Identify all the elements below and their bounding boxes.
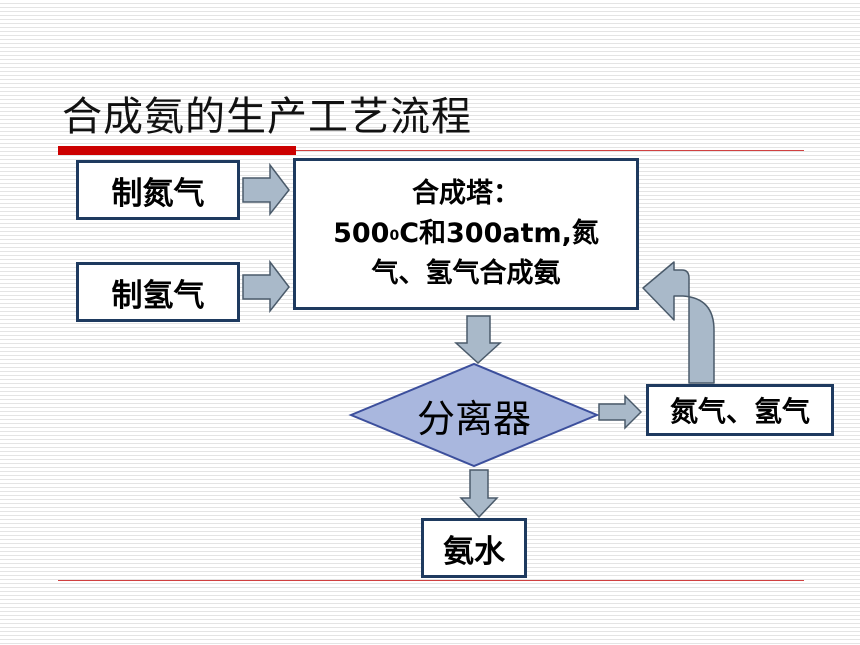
nitrogen-source-box: 制氮气 xyxy=(76,160,240,220)
tower-line-2-post: C和300atm,氮 xyxy=(399,218,599,249)
arrow-separator-to-recycle xyxy=(598,394,643,430)
arrow-nitrogen-to-tower xyxy=(242,162,290,217)
tower-line-3: 气、氢气合成氨 xyxy=(371,258,561,289)
hydrogen-source-box: 制氢气 xyxy=(76,262,240,322)
ammonia-water-label: 氨水 xyxy=(443,533,505,570)
recycle-gas-box: 氮气、氢气 xyxy=(646,384,834,436)
tower-line-1: 合成塔： xyxy=(412,178,520,209)
synthesis-tower-box: 合成塔： 5000C和300atm,氮 气、氢气合成氨 xyxy=(293,158,639,310)
tower-line-2-sup: 0 xyxy=(389,228,400,244)
arrow-tower-to-separator xyxy=(454,315,502,365)
footer-line xyxy=(58,580,804,581)
arrow-recycle-to-tower xyxy=(642,261,715,384)
arrow-separator-to-product xyxy=(459,469,499,519)
arrow-hydrogen-to-tower xyxy=(242,259,290,314)
title-accent-bar xyxy=(58,146,296,155)
recycle-gas-label: 氮气、氢气 xyxy=(669,395,810,428)
separator-diamond xyxy=(348,362,600,468)
tower-line-2: 5000C和300atm,氮 xyxy=(333,214,599,254)
separator-label: 分离器 xyxy=(416,396,531,441)
hydrogen-source-label: 制氢气 xyxy=(111,277,205,314)
ammonia-water-box: 氨水 xyxy=(421,518,527,578)
slide-title: 合成氨的生产工艺流程 xyxy=(62,94,472,140)
nitrogen-source-label: 制氮气 xyxy=(111,175,205,212)
tower-line-2-pre: 500 xyxy=(333,218,390,249)
title-underline xyxy=(296,150,804,151)
